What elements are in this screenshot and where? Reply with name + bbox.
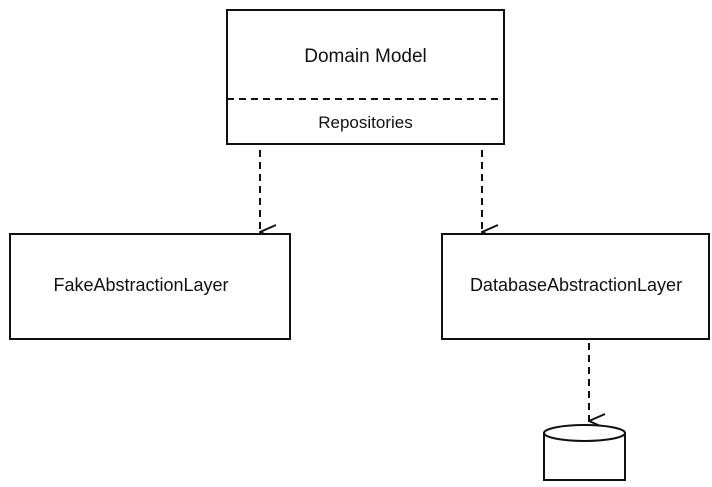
database-abstraction-layer-box: DatabaseAbstractionLayer: [441, 233, 710, 340]
domain-model-title: Domain Model: [304, 46, 427, 67]
fake-abstraction-layer-box: FakeAbstractionLayer: [9, 233, 291, 340]
database-abstraction-layer-label: DatabaseAbstractionLayer: [470, 275, 682, 295]
repositories-label: Repositories: [318, 113, 413, 132]
database-cylinder-icon: [543, 424, 626, 481]
fake-abstraction-layer-label: FakeAbstractionLayer: [53, 275, 228, 295]
domain-model-box: Domain Model Repositories: [226, 9, 505, 145]
